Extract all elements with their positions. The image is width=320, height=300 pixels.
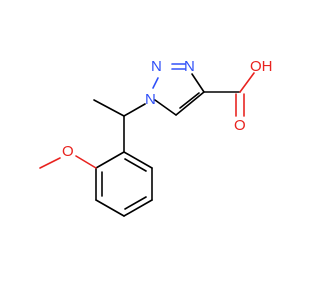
bond-ring-1 (95, 151, 125, 169)
bond-ch-ch3 (93, 99, 125, 117)
bond-o-ch3 (39, 157, 61, 169)
bond-ccooh-oh (239, 72, 255, 93)
atom-n-top-right: N (184, 58, 195, 75)
bond-n1-ch (123, 103, 146, 117)
bond-c4-n3 (191, 73, 205, 93)
bond-n2-n1 (152, 77, 159, 89)
bond-c5-c4-inner (179, 92, 200, 109)
bond-ring-3 (95, 199, 125, 217)
bond-ring-inner-2 (124, 196, 147, 210)
bond-ring-inner-3 (124, 158, 147, 172)
atom-n-top-left: N (151, 58, 162, 75)
atom-o-methoxy: O (62, 143, 74, 160)
bond-ring-o (75, 155, 97, 169)
bond-ring-6 (123, 151, 153, 169)
molecule-structure: N N N OH O O (39, 58, 273, 217)
bond-ring-4 (123, 199, 153, 217)
atom-o-carbonyl: O (234, 117, 246, 134)
bond-n1-c5 (154, 99, 177, 116)
atom-oh: OH (250, 58, 273, 75)
atom-n1: N (145, 91, 156, 108)
bond-c5-c4 (175, 91, 205, 116)
